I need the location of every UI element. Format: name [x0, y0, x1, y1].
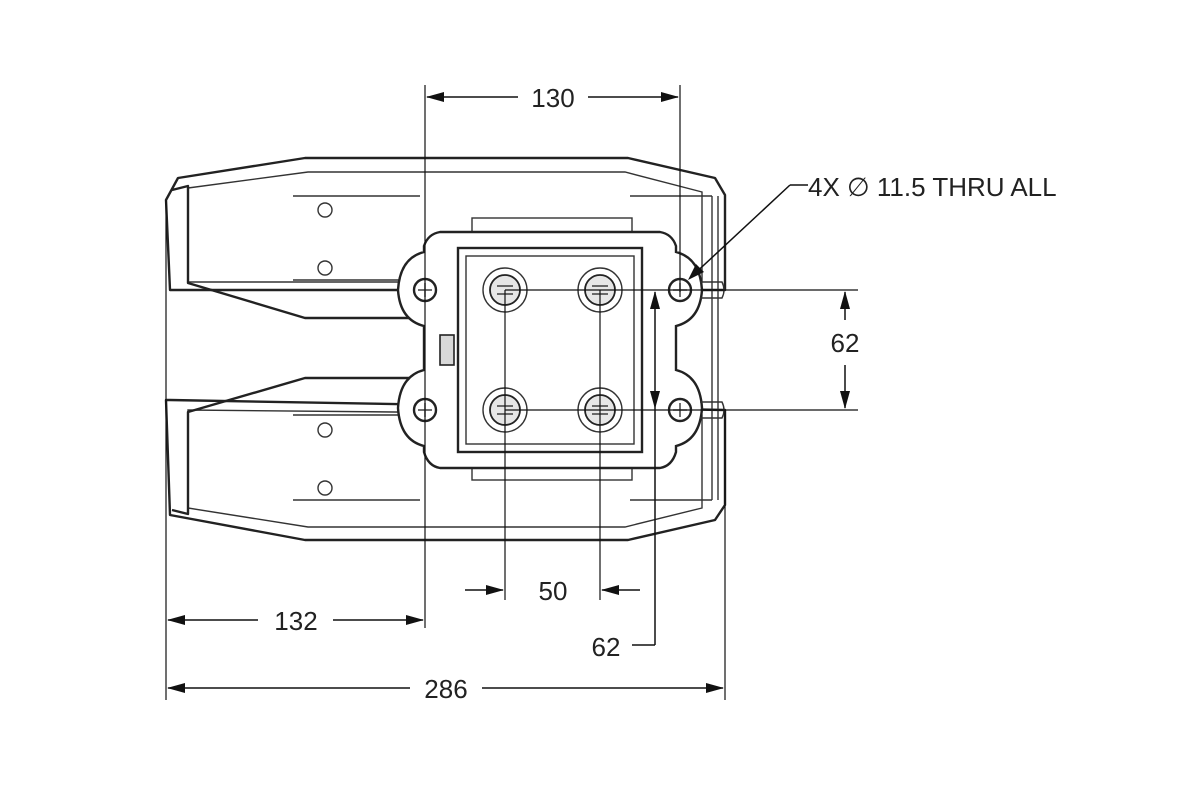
dimension-130: 130 [424, 83, 681, 628]
dimension-286-label: 286 [424, 674, 467, 704]
hole-callout-label: 4X ∅ 11.5 THRU ALL [808, 172, 1057, 202]
finger-hole [317, 480, 333, 496]
center-housing [396, 217, 704, 481]
dimension-62-right: 62 [505, 289, 860, 411]
dimension-50: 50 [465, 290, 640, 606]
dimension-62-right-label: 62 [831, 328, 860, 358]
lower-jaw-outline [164, 398, 727, 542]
gripper-body [164, 156, 727, 542]
upper-jaw-outline [164, 156, 727, 292]
dimension-62-lower-label: 62 [592, 632, 621, 662]
dimension-50-label: 50 [539, 576, 568, 606]
finger-hole [317, 260, 333, 276]
lower-finger-rail [171, 376, 420, 516]
dimension-130-label: 130 [531, 83, 574, 113]
center-block-inner [465, 255, 635, 445]
finger-hole [317, 422, 333, 438]
dimension-132: 132 [165, 200, 424, 700]
side-boss [439, 334, 455, 366]
dimension-132-label: 132 [274, 606, 317, 636]
dimension-62-lower: 62 [592, 291, 660, 662]
upper-finger-rail [171, 184, 420, 320]
dimension-286: 286 [167, 410, 726, 704]
finger-hole [317, 202, 333, 218]
hole-callout: 4X ∅ 11.5 THRU ALL [688, 172, 1057, 280]
